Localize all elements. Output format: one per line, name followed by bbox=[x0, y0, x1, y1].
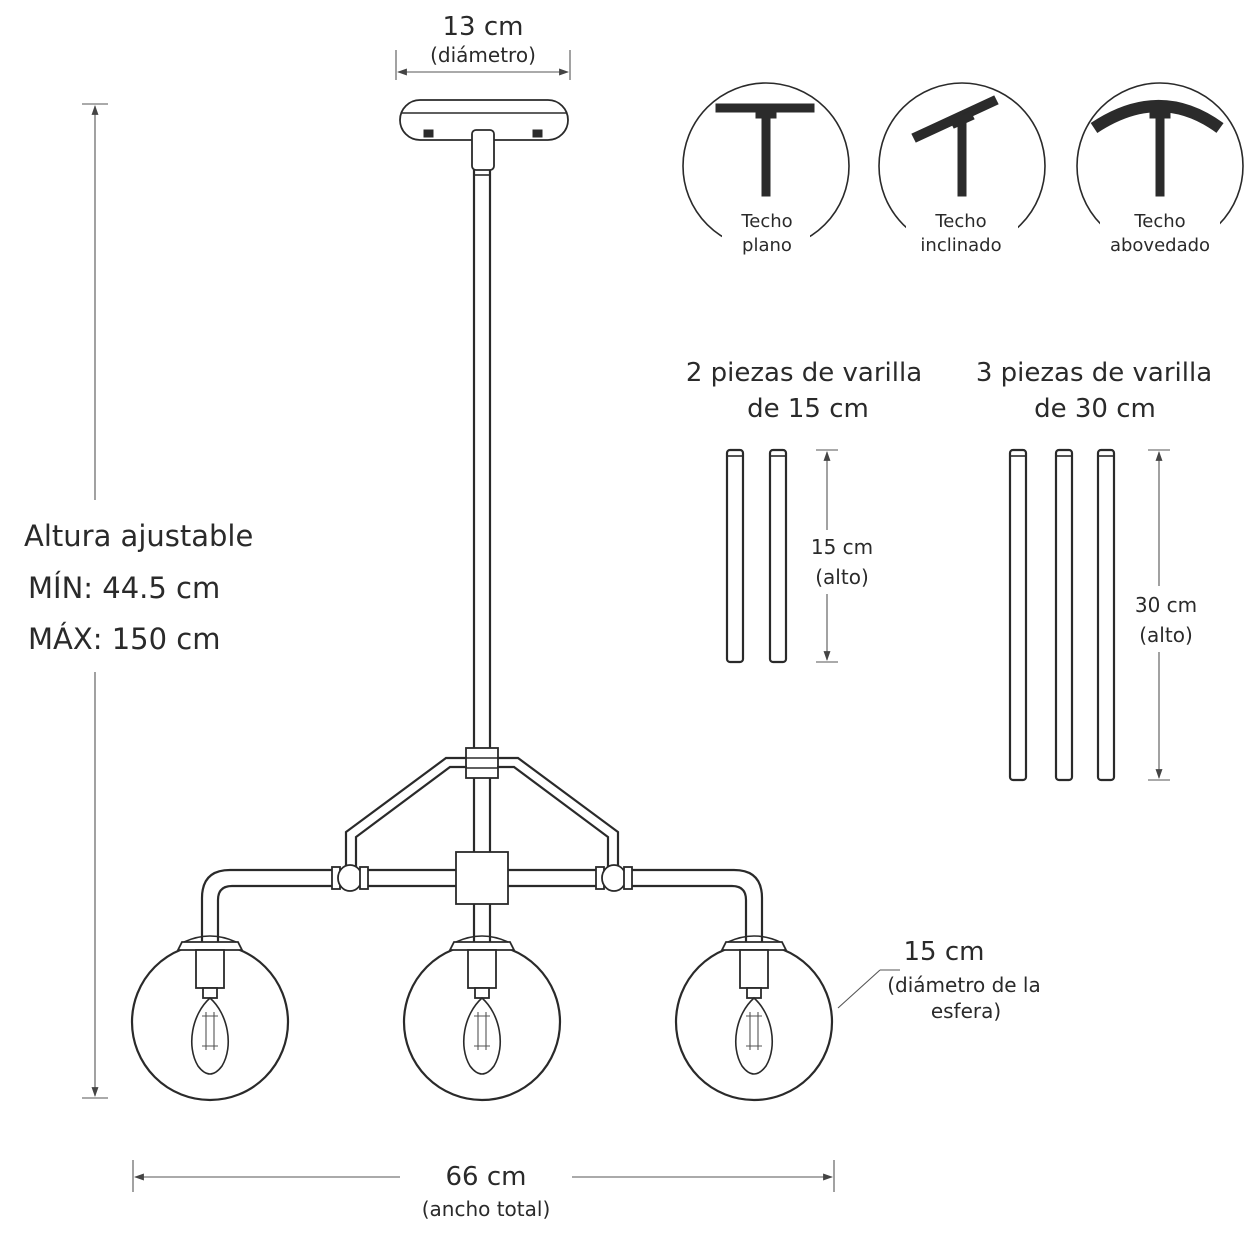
long-rods: 3 piezas de varilla de 30 cm 30 cm (alto… bbox=[976, 358, 1212, 782]
ceiling-flat-line2: plano bbox=[742, 235, 792, 256]
globe-right bbox=[674, 935, 834, 1102]
ceiling-vaulted: Techo abovedado bbox=[1076, 82, 1244, 258]
height-title: Altura ajustable bbox=[24, 519, 253, 553]
sphere-dimension: 15 cm (diámetro de la esfera) bbox=[837, 937, 1041, 1023]
short-rod-1 bbox=[725, 448, 745, 664]
ceiling-flat-line1: Techo bbox=[740, 211, 792, 232]
long-rod-length: 30 cm bbox=[1135, 593, 1197, 617]
long-rod-3 bbox=[1096, 448, 1116, 782]
globe-center bbox=[402, 935, 562, 1102]
sphere-note-2: esfera) bbox=[931, 999, 1001, 1023]
globe-left bbox=[130, 935, 290, 1102]
short-rod-length: 15 cm bbox=[811, 535, 873, 559]
short-rods: 2 piezas de varilla de 15 cm 15 cm (alto… bbox=[686, 358, 922, 664]
short-rod-2 bbox=[768, 448, 788, 664]
chandelier-illustration bbox=[200, 99, 764, 944]
long-rod-2 bbox=[1054, 448, 1074, 782]
sphere-value: 15 cm bbox=[904, 937, 985, 967]
width-note: (ancho total) bbox=[422, 1197, 551, 1221]
ceiling-vaulted-line1: Techo bbox=[1133, 211, 1185, 232]
ceiling-flat: Techo plano bbox=[682, 82, 850, 258]
short-rods-title-1: 2 piezas de varilla bbox=[686, 358, 922, 388]
width-value: 66 cm bbox=[446, 1162, 527, 1192]
height-dimension: Altura ajustable MÍN: 44.5 cm MÁX: 150 c… bbox=[24, 103, 253, 1099]
long-rods-title-1: 3 piezas de varilla bbox=[976, 358, 1212, 388]
ceiling-vaulted-line2: abovedado bbox=[1110, 235, 1210, 256]
long-rod-length-note: (alto) bbox=[1139, 623, 1193, 647]
short-rod-length-note: (alto) bbox=[815, 565, 869, 589]
ceiling-sloped-line2: inclinado bbox=[920, 235, 1001, 256]
vaulted-ceiling-icon bbox=[1090, 100, 1224, 134]
long-rods-title-2: de 30 cm bbox=[1034, 394, 1156, 424]
canopy-value: 13 cm bbox=[443, 12, 524, 42]
canopy-dimension: 13 cm (diámetro) bbox=[395, 12, 571, 80]
ceiling-sloped: Techo inclinado bbox=[878, 82, 1046, 258]
canopy-note: (diámetro) bbox=[430, 43, 536, 67]
height-min: MÍN: 44.5 cm bbox=[28, 571, 220, 605]
long-rod-1 bbox=[1008, 448, 1028, 782]
sphere-note-1: (diámetro de la bbox=[887, 973, 1041, 997]
short-rods-title-2: de 15 cm bbox=[747, 394, 869, 424]
width-dimension: 66 cm (ancho total) bbox=[132, 1160, 835, 1221]
height-max: MÁX: 150 cm bbox=[28, 622, 220, 656]
ceiling-sloped-line1: Techo bbox=[934, 211, 986, 232]
